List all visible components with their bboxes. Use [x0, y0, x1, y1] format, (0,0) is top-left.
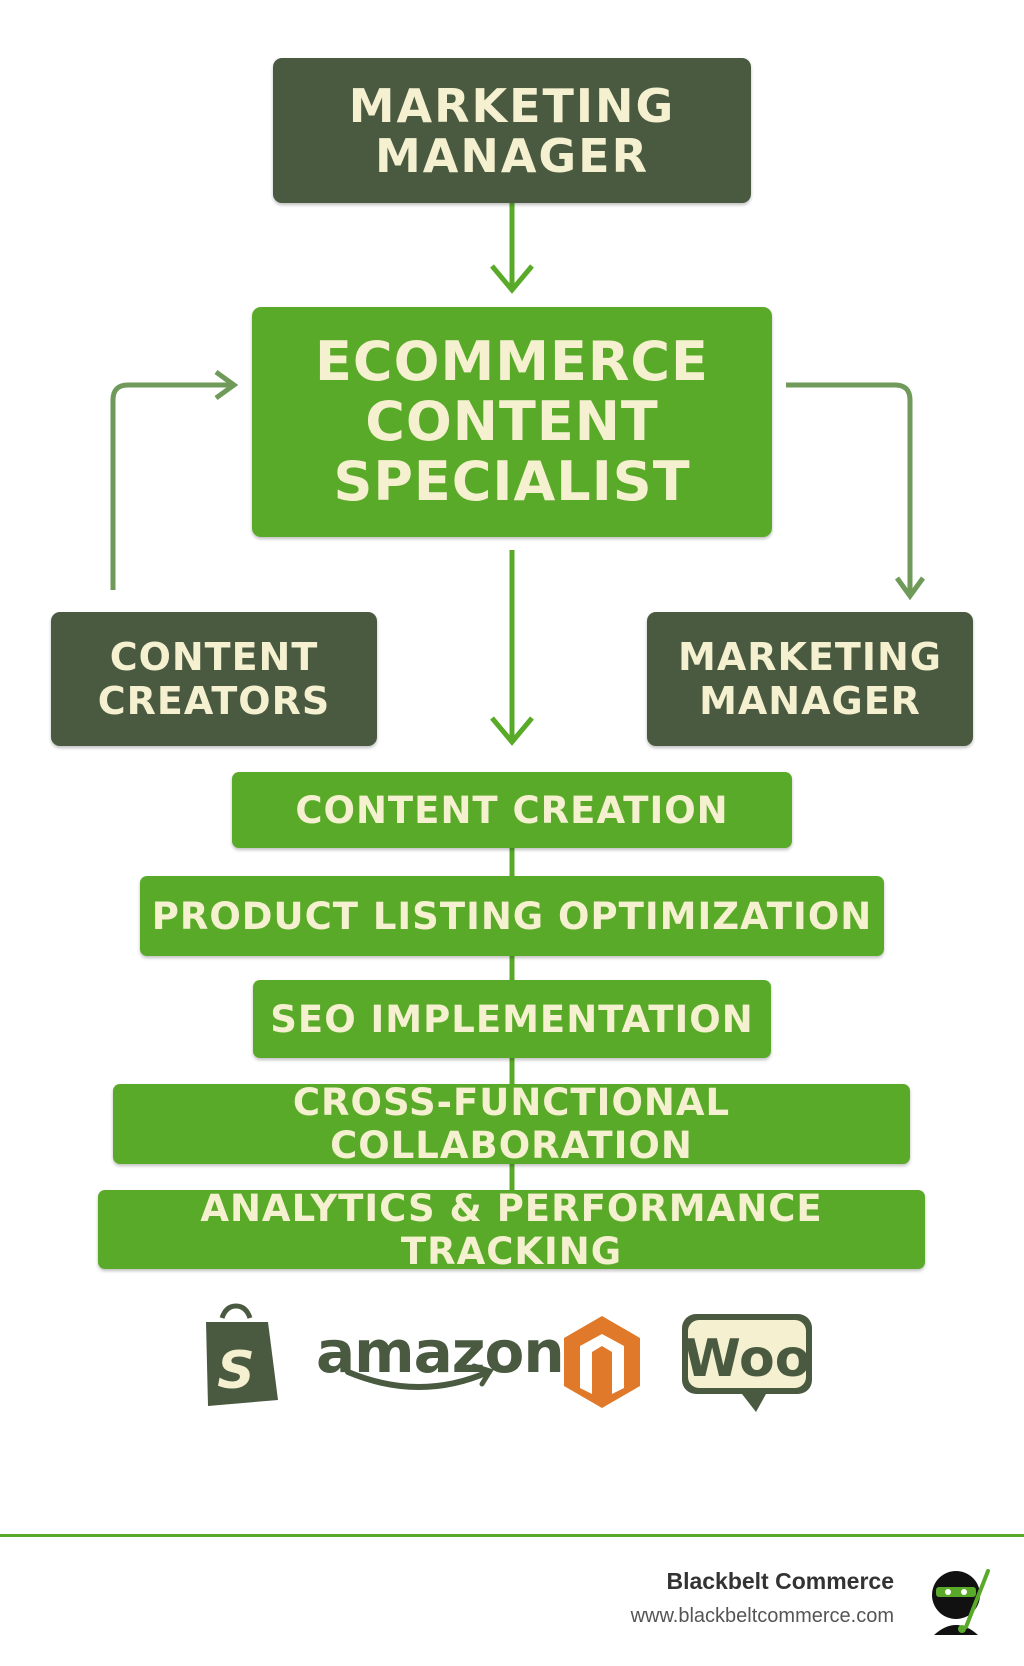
task-analytics-performance-tracking: Analytics & Performance Tracking — [98, 1187, 925, 1273]
arrowhead-right — [894, 576, 926, 601]
amazon-smile-icon — [345, 1369, 491, 1390]
task-seo-implementation: SEO Implementation — [253, 980, 771, 1058]
shopify-icon: S — [206, 1303, 278, 1406]
woo-wordmark: Woo — [684, 1329, 811, 1389]
content-creators-node: Content Creators — [51, 612, 377, 746]
ecommerce-content-specialist-node: Ecommerce Content Specialist — [252, 307, 772, 537]
footer-divider — [0, 1534, 1024, 1537]
arrow-creators-to-specialist — [110, 382, 232, 590]
amazon-arrow-icon — [471, 1363, 494, 1387]
side-marketing-manager-node: Marketing Manager — [647, 612, 973, 746]
arrowhead-left — [214, 369, 239, 401]
task-cross-functional-collaboration: Cross-Functional Collaboration — [113, 1081, 910, 1167]
top-marketing-manager-node: Marketing Manager — [273, 58, 751, 203]
footer-brand-url: www.blackbeltcommerce.com — [630, 1605, 894, 1627]
woo-icon: Woo — [682, 1314, 812, 1412]
platform-logos: S Woo — [206, 1303, 812, 1412]
task-content-creation: Content Creation — [232, 772, 792, 848]
arrowhead-center — [490, 716, 534, 746]
arrow-specialist-to-manager — [786, 382, 913, 592]
task-product-listing-optimization: Product Listing Optimization — [140, 876, 884, 956]
footer-brand-name: Blackbelt Commerce — [666, 1568, 894, 1594]
amazon-wordmark: amazon — [316, 1318, 565, 1386]
ninja-logo-icon — [932, 1569, 990, 1635]
shopify-mark: S — [217, 1341, 254, 1401]
arrowhead-top — [490, 264, 534, 294]
magento-icon — [564, 1316, 640, 1408]
